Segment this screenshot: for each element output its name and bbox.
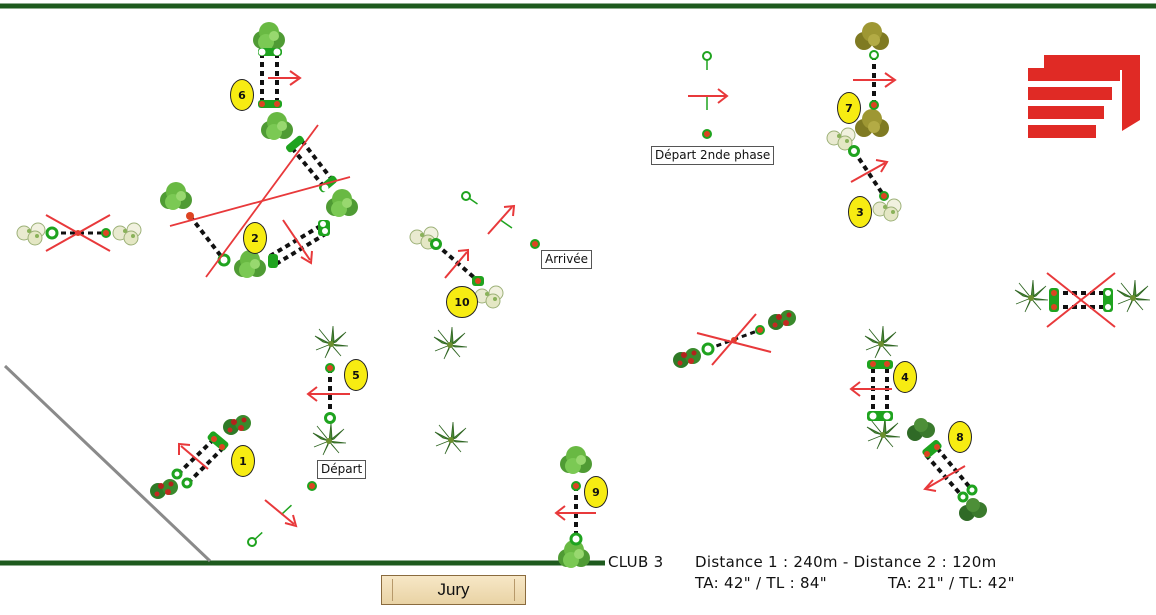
jury-label: Jury: [437, 580, 470, 599]
arena-corner-line: [3, 364, 212, 563]
obstacle-number-5: 5: [344, 359, 368, 391]
start-label: Départ: [317, 460, 367, 479]
crossed-obstacle-center: [673, 310, 796, 368]
crossed-obstacle-right: [1014, 272, 1151, 328]
obstacle-6: [253, 22, 302, 108]
obstacle-number-7: 7: [837, 92, 861, 124]
obstacle-number-4: 4: [893, 361, 917, 393]
obstacle-1: [150, 415, 251, 499]
distance-info: Distance 1 : 240m - Distance 2 : 120m: [695, 553, 997, 571]
palm-tree-icon: [434, 421, 469, 455]
crossed-obstacle-left: [16, 214, 142, 252]
obstacle-7: [826, 22, 897, 151]
start-second-phase-label: Départ 2nde phase: [651, 146, 775, 165]
jury-box: Jury: [381, 575, 526, 605]
time-info-2: TA: 21" / TL: 42": [888, 574, 1015, 592]
finish-line: [461, 191, 540, 249]
start-line: [247, 481, 317, 547]
ffe-logo-icon: [1028, 55, 1140, 138]
obstacle-number-10: 10: [446, 286, 478, 318]
finish-label: Arrivée: [541, 250, 593, 269]
obstacle-8: [907, 418, 987, 521]
obstacle-number-1: 1: [231, 445, 255, 477]
palm-tree-icon: [433, 326, 468, 360]
time-info-1: TA: 42" / TL : 84": [695, 574, 827, 592]
obstacle-9: [554, 446, 596, 568]
obstacle-number-3: 3: [848, 196, 872, 228]
obstacle-number-6: 6: [230, 79, 254, 111]
obstacle-number-8: 8: [948, 421, 972, 453]
obstacle-5: [306, 325, 350, 456]
obstacle-number-9: 9: [584, 476, 608, 508]
start-second-phase-line: [688, 51, 729, 139]
obstacle-10: [409, 226, 504, 309]
obstacle-2: [160, 112, 358, 278]
club-label: CLUB 3: [608, 553, 664, 571]
obstacle-4: [849, 325, 901, 450]
obstacle-3: [848, 145, 902, 222]
obstacle-number-2: 2: [243, 222, 267, 254]
